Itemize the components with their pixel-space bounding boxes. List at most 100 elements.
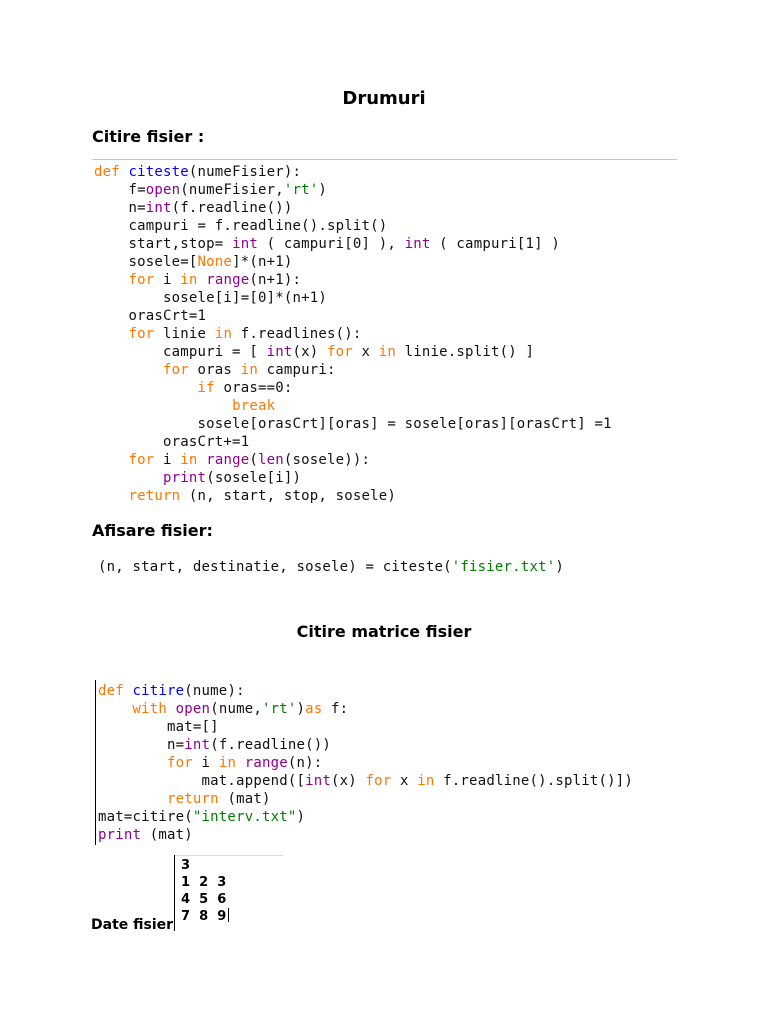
- code-token: int: [404, 236, 431, 252]
- page-title: Drumuri: [342, 88, 426, 109]
- code-token: [94, 488, 129, 504]
- code-token: None: [197, 254, 233, 270]
- code-line: sosele[i]=[0]*(n+1): [94, 289, 612, 307]
- code-token: n=: [98, 737, 185, 753]
- code-token: return: [167, 791, 219, 807]
- code-line: n=int(f.readline()): [94, 199, 612, 217]
- code-listing-citeste: def citeste(numeFisier): f=open(numeFisi…: [94, 163, 612, 505]
- code-token: (sosele[i]): [206, 470, 302, 486]
- code-line: for i in range(n):: [98, 754, 633, 772]
- section-heading-read-file: Citire fisier :: [92, 127, 205, 146]
- code-block-left-border: [95, 680, 96, 845]
- code-token: for: [163, 362, 189, 378]
- code-token: int: [232, 236, 258, 252]
- code-token: [94, 398, 232, 414]
- code-token: [98, 701, 133, 717]
- matrix-row: 1 2 3: [181, 875, 227, 890]
- code-token: (sosele)):: [283, 452, 371, 468]
- code-block-top-border: [92, 159, 677, 160]
- code-token: n=: [94, 200, 146, 216]
- code-token: with: [132, 701, 168, 717]
- code-token: mat.append([: [98, 773, 306, 789]
- code-token: (x): [292, 344, 327, 360]
- code-token: citire: [132, 683, 185, 699]
- code-token: i: [154, 452, 181, 468]
- code-token: int: [305, 773, 331, 789]
- code-block-call: (n, start, destinatie, sosele) = citeste…: [92, 556, 692, 582]
- code-token: break: [232, 398, 276, 414]
- code-line: mat=citire("interv.txt"): [98, 808, 633, 826]
- code-token: orasCrt=1: [94, 308, 207, 324]
- code-token: open: [145, 182, 181, 198]
- code-line: for i in range(n+1):: [94, 271, 612, 289]
- code-token: print: [163, 470, 207, 486]
- code-token: (nume,: [210, 701, 262, 717]
- code-token: [198, 272, 207, 288]
- code-token: [94, 272, 129, 288]
- code-token: (n+1):: [249, 272, 302, 288]
- code-line: for i in range(len(sosele)):: [94, 451, 612, 469]
- code-token: def: [98, 683, 133, 699]
- code-token: 'rt': [261, 701, 297, 717]
- code-line: (n, start, destinatie, sosele) = citeste…: [98, 558, 564, 576]
- code-line: campuri = [ int(x) for x in linie.split(…: [94, 343, 612, 361]
- code-token: (numeFisier,: [180, 182, 284, 198]
- code-token: [198, 452, 207, 468]
- code-token: [98, 755, 167, 771]
- code-line: def citeste(numeFisier):: [94, 163, 612, 181]
- code-token: sosele=[: [94, 254, 198, 270]
- code-token: int: [184, 737, 211, 753]
- code-line: print(sosele[i]): [94, 469, 612, 487]
- code-line: mat.append([int(x) for x in f.readline()…: [98, 772, 633, 790]
- code-token: oras==0:: [214, 380, 293, 396]
- code-token: ): [318, 182, 327, 198]
- code-token: f:: [322, 701, 349, 717]
- code-token: for: [128, 272, 155, 288]
- code-token: [98, 791, 167, 807]
- code-token: ( campuri[0] ),: [257, 236, 405, 252]
- code-token: (: [249, 452, 258, 468]
- code-token: mat=citire(: [98, 809, 193, 825]
- code-line: orasCrt+=1: [94, 433, 612, 451]
- code-listing-call: (n, start, destinatie, sosele) = citeste…: [98, 558, 564, 576]
- code-token: if: [197, 380, 215, 396]
- code-token: "interv.txt": [192, 809, 297, 825]
- code-token: f.readlines():: [232, 326, 362, 342]
- code-token: [94, 470, 163, 486]
- code-token: i: [192, 755, 219, 771]
- text-cursor: [228, 908, 230, 922]
- code-block-citire: def citire(nume): with open(nume,'rt')as…: [96, 681, 696, 846]
- code-token: [94, 362, 163, 378]
- code-token: x: [352, 344, 379, 360]
- code-token: in: [180, 452, 198, 468]
- code-token: [167, 701, 176, 717]
- code-line: print (mat): [98, 826, 633, 844]
- code-token: def: [94, 164, 129, 180]
- code-token: f=: [94, 182, 146, 198]
- code-token: in: [378, 344, 397, 360]
- code-line: f=open(numeFisier,'rt'): [94, 181, 612, 199]
- code-token: range: [206, 452, 250, 468]
- code-token: return: [128, 488, 181, 504]
- section-heading-read-matrix: Citire matrice fisier: [296, 622, 472, 641]
- code-token: linie: [154, 326, 215, 342]
- code-token: 'fisier.txt': [451, 559, 556, 575]
- code-token: campuri = [: [94, 344, 267, 360]
- code-token: for: [167, 755, 193, 771]
- code-token: [94, 380, 198, 396]
- code-token: start,stop=: [94, 236, 233, 252]
- code-line: sosele[orasCrt][oras] = sosele[oras][ora…: [94, 415, 612, 433]
- code-token: len: [258, 452, 284, 468]
- matrix-top-border: [175, 855, 283, 856]
- code-token: range: [206, 272, 250, 288]
- code-line: with open(nume,'rt')as f:: [98, 700, 633, 718]
- code-token: ): [296, 809, 306, 825]
- code-line: for oras in campuri:: [94, 361, 612, 379]
- code-token: (n, start, destinatie, sosele) = citeste…: [98, 559, 452, 575]
- code-token: for: [326, 344, 353, 360]
- code-token: citeste: [128, 164, 189, 180]
- code-line: start,stop= int ( campuri[0] ), int ( ca…: [94, 235, 612, 253]
- code-token: in: [214, 326, 233, 342]
- code-token: f.readline().split()]): [434, 773, 634, 789]
- code-line: mat=[]: [98, 718, 633, 736]
